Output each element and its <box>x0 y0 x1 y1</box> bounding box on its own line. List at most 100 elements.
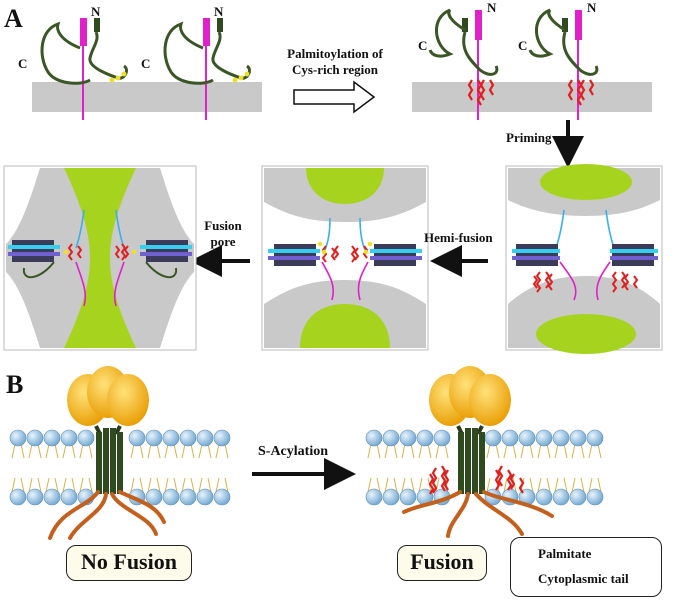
lipid-tail <box>418 443 432 459</box>
palmitoylation-arrow <box>293 80 376 114</box>
lipid-tail <box>198 443 212 459</box>
priming-caption: Priming <box>506 130 552 145</box>
lipid-tail <box>11 477 25 493</box>
lipid-head <box>586 429 604 447</box>
hemifusion-caption: Hemi-fusion <box>424 230 493 245</box>
lipid-head <box>535 429 553 447</box>
n-terminus-label: N <box>91 4 101 19</box>
lipid-head <box>43 488 61 506</box>
membrane-top-right <box>412 82 652 112</box>
lipid-tail <box>28 477 42 493</box>
lipid-head <box>382 429 400 447</box>
snare-protein-1 <box>40 18 128 120</box>
legend-palmitate-label: Palmitate <box>538 546 592 561</box>
panel-b-label: B <box>6 370 24 399</box>
fusion-pore-caption: Fusion pore <box>204 218 242 249</box>
lipid-tail <box>401 477 415 493</box>
lipid-tail <box>486 443 500 459</box>
lipid-tail <box>147 443 161 459</box>
lipid-tail <box>147 477 161 493</box>
lipid-tail <box>571 477 585 493</box>
c-terminus-label: C <box>518 38 528 53</box>
lipid-tail <box>520 443 534 459</box>
lipid-bilayer-right <box>365 429 604 506</box>
lipid-tail <box>130 443 144 459</box>
lipid-tail <box>215 477 229 493</box>
legend-tail-label: Cytoplasmic tail <box>538 571 629 586</box>
lipid-tail <box>537 477 551 493</box>
n-terminus-label: N <box>214 4 224 19</box>
lipid-tail <box>45 477 59 493</box>
palmitoylation-caption: Palmitoylation of Cys-rich region <box>287 46 383 77</box>
c-terminus-label: C <box>418 38 428 53</box>
fusion-protein-acylated <box>402 366 554 538</box>
lipid-tail <box>554 477 568 493</box>
lipid-head <box>382 488 400 506</box>
lipid-head <box>569 429 587 447</box>
lipid-tail <box>181 443 195 459</box>
lipid-head <box>484 429 502 447</box>
lipid-tail <box>367 443 381 459</box>
lipid-head <box>179 429 197 447</box>
lipid-head <box>552 429 570 447</box>
lipid-head <box>399 488 417 506</box>
lipid-head <box>433 429 451 447</box>
lipid-head <box>569 488 587 506</box>
lipid-head <box>586 488 604 506</box>
lipid-head <box>77 429 95 447</box>
lipid-tail <box>164 477 178 493</box>
lipid-tail <box>588 477 602 493</box>
lipid-head <box>43 429 61 447</box>
c-terminus-label: C <box>141 56 151 71</box>
no-fusion-label: No Fusion <box>81 549 177 574</box>
n-terminus-label: N <box>587 0 597 15</box>
fusion-protein-unacylated <box>48 366 166 540</box>
snare-protein-3 <box>428 8 499 120</box>
lipid-tail <box>554 443 568 459</box>
lipid-tail <box>384 477 398 493</box>
lipid-tail <box>384 443 398 459</box>
lipid-head <box>60 488 78 506</box>
lipid-tail <box>62 477 76 493</box>
lipid-head <box>162 488 180 506</box>
membrane-top-left <box>32 82 262 112</box>
lipid-tail <box>537 443 551 459</box>
lipid-head <box>552 488 570 506</box>
lipid-head <box>26 488 44 506</box>
lipid-tail <box>215 443 229 459</box>
lipid-tail <box>588 443 602 459</box>
lipid-tail <box>62 443 76 459</box>
lipid-tail <box>79 443 93 459</box>
fusion-pore-state <box>3 165 197 351</box>
lipid-head <box>365 429 383 447</box>
lipid-head <box>196 429 214 447</box>
palmitate-cluster-2 <box>567 79 595 106</box>
lipid-head <box>518 429 536 447</box>
lipid-head <box>60 429 78 447</box>
priming-state <box>505 164 663 354</box>
lipid-tail <box>503 443 517 459</box>
lipid-head <box>145 429 163 447</box>
palmitate-cluster-1 <box>467 79 495 106</box>
lipid-tail <box>130 477 144 493</box>
lipid-tail <box>45 443 59 459</box>
legend <box>510 537 662 597</box>
lipid-head <box>399 429 417 447</box>
lipid-tail <box>401 443 415 459</box>
acylation-caption: S-Acylation <box>258 444 328 459</box>
c-terminus-label: C <box>18 56 28 71</box>
lipid-tail <box>28 443 42 459</box>
lipid-tail <box>79 477 93 493</box>
fusion-label: Fusion <box>410 549 474 574</box>
lipid-bilayer-left <box>9 429 231 506</box>
lipid-head <box>162 429 180 447</box>
lipid-tail <box>11 443 25 459</box>
lipid-head <box>365 488 383 506</box>
lipid-tail <box>571 443 585 459</box>
lipid-head <box>128 429 146 447</box>
lipid-head <box>213 488 231 506</box>
lipid-head <box>26 429 44 447</box>
hemifusion-state <box>261 165 429 351</box>
